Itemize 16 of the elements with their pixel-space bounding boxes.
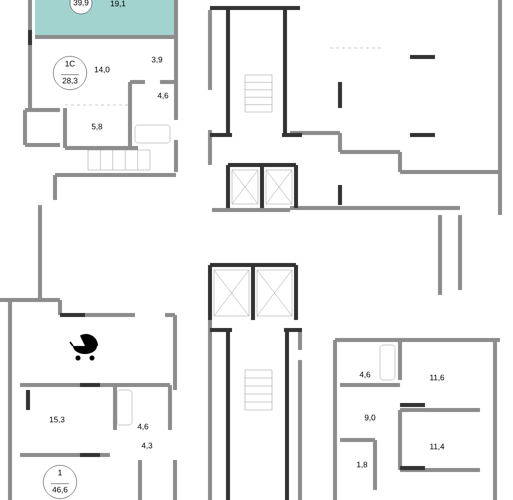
room-area: 3,9 (152, 56, 162, 64)
room-area: 4,6 (138, 424, 148, 430)
room-area: 14,0 (94, 66, 110, 74)
room-area: 19,1 (110, 0, 126, 8)
room-area: 1,8 (357, 462, 368, 468)
room-area: 15,3 (50, 416, 64, 424)
room-area: 11,4 (430, 444, 444, 450)
room-area: 5,8 (92, 124, 102, 130)
apartment-badge: 39,9 (70, 0, 92, 14)
apartment-badge: 1C 28,3 (53, 56, 87, 90)
room-area: 9,0 (364, 414, 376, 422)
room-area: 4,3 (142, 442, 152, 450)
room-area: 4,6 (360, 372, 370, 378)
room-area: 11,6 (430, 374, 444, 382)
room-area: 4,6 (158, 92, 168, 100)
apartment-badge: 1 46,6 (43, 465, 77, 499)
